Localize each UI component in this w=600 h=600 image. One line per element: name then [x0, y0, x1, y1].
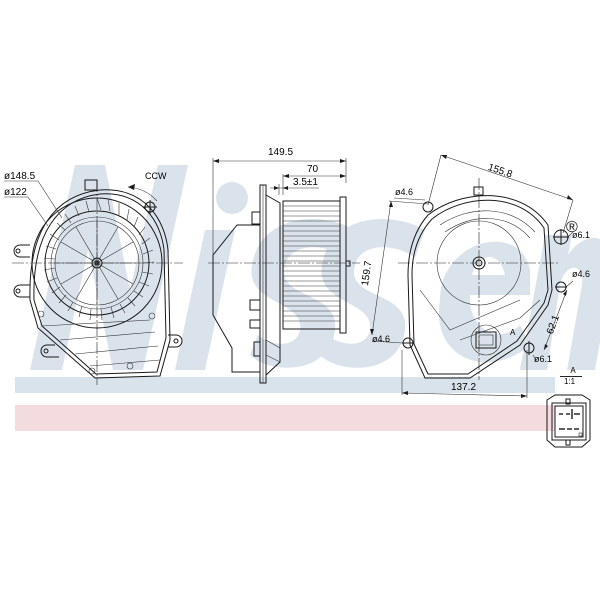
pink-stripe [15, 405, 555, 431]
hole-right-middle-label: ø4.6 [572, 269, 591, 279]
hole-top-left-label: ø4.6 [395, 187, 414, 197]
rotation-label: CCW [145, 171, 167, 181]
outer-diameter-label: ø148.5 [4, 171, 36, 182]
overall-length-label: 149.5 [268, 147, 294, 158]
hole-right-lower-label: ø6.1 [534, 354, 553, 364]
detail-label-divider [560, 376, 582, 377]
registered-mark: ® [566, 219, 578, 236]
width-label: 137.2 [451, 382, 477, 393]
inner-diameter-label: ø122 [4, 187, 27, 198]
detail-scale-label: 1:1 [564, 377, 576, 386]
blue-stripe [15, 377, 555, 393]
wheel-length-label: 70 [307, 164, 319, 175]
hole-left-lower-label: ø4.6 [372, 334, 391, 344]
connector-ref-label: A [510, 328, 516, 337]
hole-right-upper-label: ø6.1 [572, 230, 591, 240]
gap-label: 3.5±1 [293, 177, 318, 188]
detail-ref-label: A [570, 366, 576, 375]
